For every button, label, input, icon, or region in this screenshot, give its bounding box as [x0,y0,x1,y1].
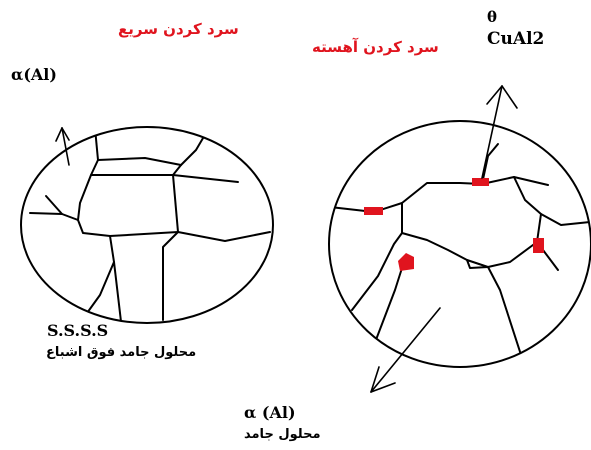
left-alpha-arrow [55,127,70,166]
supersaturated-solution-label: محلول جامد فوق اشباع [46,345,197,360]
slow-cooling-label: سرد کردن آهسته [312,38,439,56]
solid-solution-label: محلول جامد [244,427,321,442]
theta-arrow [481,85,518,179]
alpha-arrow [370,307,441,393]
left-grain-boundary-outline [20,126,274,324]
right-grain-boundary-outline [328,120,591,368]
right-grain-structure [328,85,591,393]
ssss-label: S.S.S.S [47,321,109,340]
theta-precipitate [533,238,544,253]
left-grain-boundaries [29,127,271,323]
theta-precipitates [364,178,544,271]
left-grain-structure [20,126,274,324]
alpha-left-label: α(Al) [11,65,57,84]
right-grain-boundaries [329,143,591,367]
alpha-bottom-label: α (Al) [244,403,296,422]
theta-symbol-label: θ [487,8,498,26]
theta-precipitate [364,207,383,215]
fast-cooling-label: سرد کردن سریع [118,20,239,38]
theta-precipitate [398,253,414,271]
theta-precipitate [472,178,489,186]
theta-phase-label: CuAl2 [487,29,545,49]
